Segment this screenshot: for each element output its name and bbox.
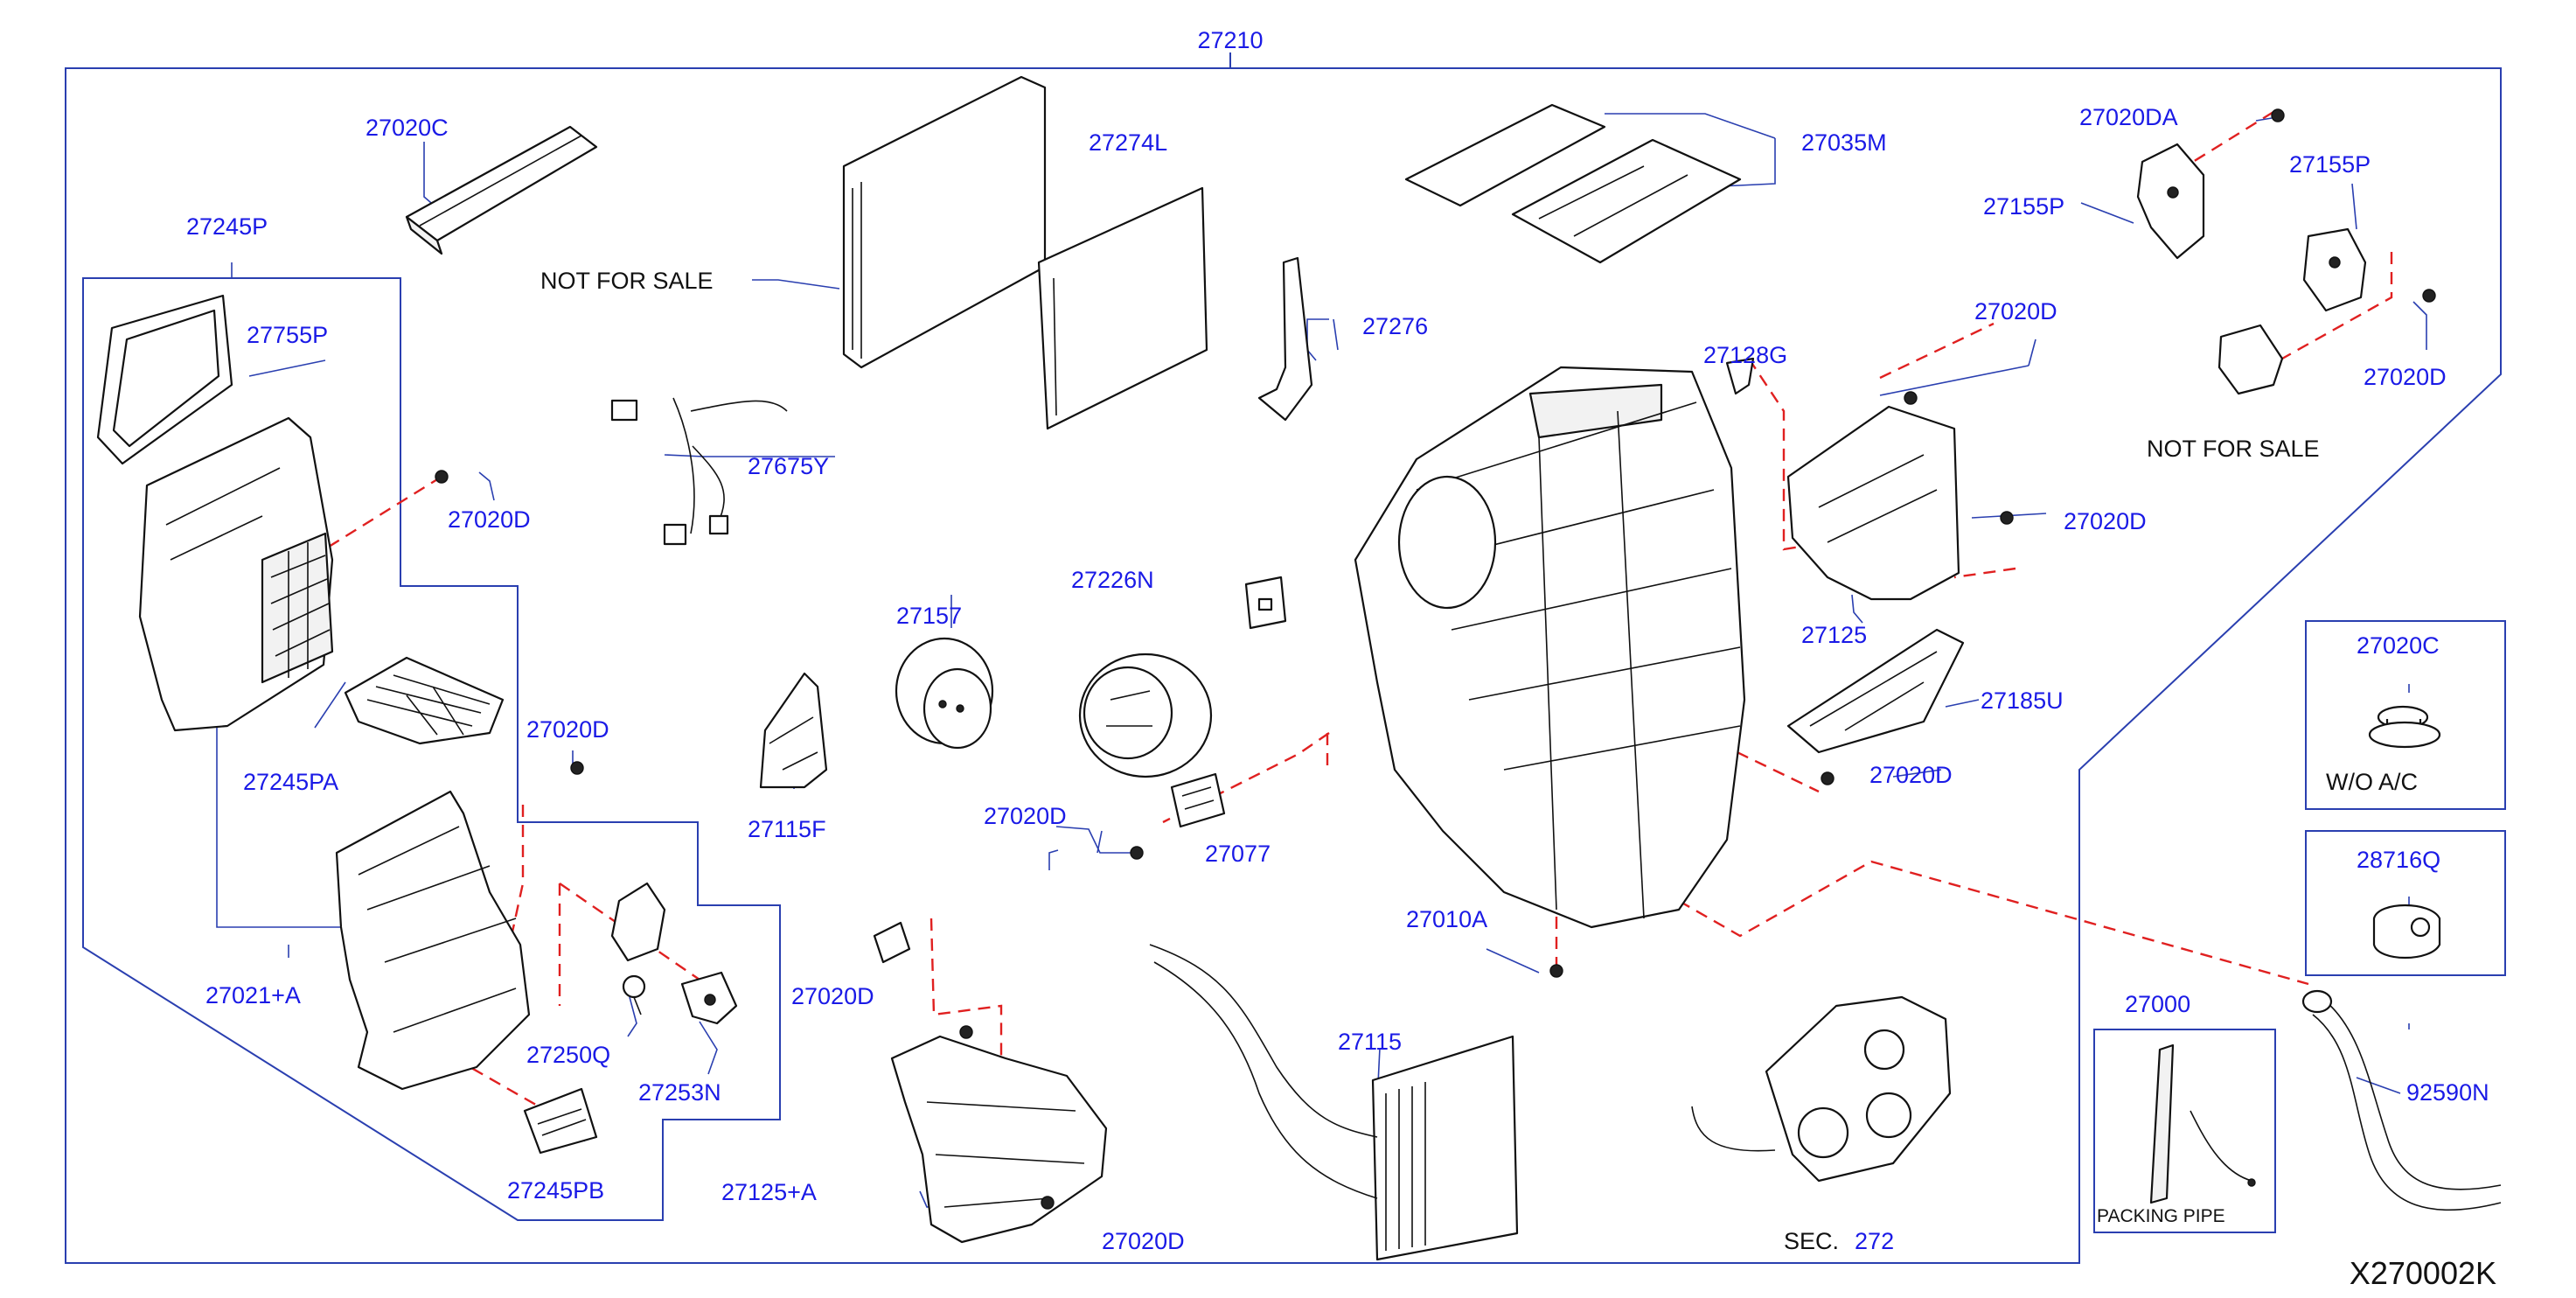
part-bracket-27276 — [1257, 256, 1313, 422]
part-grommet-27020C — [2368, 705, 2441, 749]
part-seal-27035M — [1404, 103, 1742, 264]
part-clip-27128G — [1725, 357, 1755, 395]
part-packing-27000 — [2149, 1043, 2256, 1204]
note-not-for-sale-1: NOT FOR SALE — [540, 268, 714, 294]
part-screen-27245PA — [344, 656, 505, 745]
label-27245PB: 27245PB — [507, 1177, 604, 1204]
blower-subassembly-frame — [82, 277, 781, 1221]
note-wo-ac: W/O A/C — [2326, 769, 2418, 795]
part-servo-27020D-e — [873, 921, 911, 964]
sec-number: 272 — [1855, 1228, 1894, 1254]
label-27155P-b: 27155P — [2289, 151, 2371, 178]
label-27020D-g: 27020D — [2064, 508, 2147, 534]
part-heater-core-27115 — [1149, 944, 1519, 1261]
label-27155P-a: 27155P — [1983, 193, 2064, 220]
part-grommet-28716Q — [2372, 904, 2441, 959]
part-fan-27157 — [895, 637, 994, 750]
part-case-27125 — [1786, 405, 1960, 601]
label-27020D-i: 27020D — [2364, 364, 2447, 390]
label-27115: 27115 — [1338, 1029, 1402, 1055]
part-evaporator-core-27274L — [1037, 186, 1208, 430]
label-27115F: 27115F — [748, 816, 826, 842]
label-27253N: 27253N — [638, 1079, 721, 1106]
label-27035M: 27035M — [1801, 129, 1887, 156]
label-27185U: 27185U — [1981, 687, 2064, 714]
part-actuator-27253N — [680, 971, 738, 1025]
screws — [435, 108, 2436, 1210]
box-27020C — [2305, 620, 2506, 810]
label-27000: 27000 — [2125, 991, 2190, 1017]
label-28716Q: 28716Q — [2357, 847, 2440, 873]
label-27010A: 27010A — [1406, 906, 1487, 932]
part-pipe-92590N — [2301, 989, 2502, 1211]
label-27276: 27276 — [1362, 313, 1428, 339]
label-27020DA: 27020DA — [2079, 104, 2178, 130]
note-packing-pipe: PACKING PIPE — [2097, 1206, 2225, 1226]
part-blower-case-27021A — [138, 416, 334, 732]
label-92590N: 92590N — [2406, 1079, 2489, 1106]
part-actuator-27155P-a — [2136, 143, 2205, 260]
box-28716Q — [2305, 830, 2506, 976]
label-27020C-box: 27020C — [2357, 632, 2440, 659]
label-27250Q: 27250Q — [526, 1042, 610, 1068]
label-27020D-c: 27020D — [984, 803, 1067, 829]
label-27020D-b: 27020D — [526, 716, 609, 743]
part-housing-lower-27021A — [335, 790, 531, 1091]
label-27020D-h: 27020D — [1869, 762, 1953, 788]
label-27020D-d: 27020D — [791, 983, 874, 1009]
label-27021A: 27021+A — [205, 982, 301, 1008]
label-27020D-f: 27020D — [1974, 298, 2057, 324]
label-27210: 27210 — [1197, 27, 1263, 53]
part-actuator-not-for-sale — [2217, 324, 2284, 395]
part-actuator-27185U — [1786, 628, 1965, 754]
part-actuator-27250Q — [610, 882, 666, 1015]
part-filter-frame-27755P — [96, 294, 233, 465]
label-27675Y: 27675Y — [748, 453, 829, 479]
label-27128G: 27128G — [1703, 342, 1787, 368]
part-resistor-27245PB — [523, 1087, 598, 1155]
dashed-leaders — [321, 110, 2393, 1113]
box-27000 — [2093, 1029, 2276, 1233]
part-duct-27020C — [405, 125, 598, 255]
label-27226N: 27226N — [1071, 567, 1154, 593]
part-resistor-27077 — [1170, 772, 1226, 828]
diagram-code: X270002K — [2350, 1255, 2496, 1291]
sec-prefix: SEC. — [1784, 1228, 1839, 1254]
label-27020D-e: 27020D — [1102, 1228, 1185, 1254]
label-27755P: 27755P — [247, 322, 328, 348]
label-27245PA: 27245PA — [243, 769, 338, 795]
label-27157: 27157 — [896, 603, 962, 629]
main-frame — [65, 52, 2502, 1264]
part-shroud-27115F — [759, 672, 828, 789]
label-27125: 27125 — [1801, 622, 1867, 648]
label-27274L: 27274L — [1089, 129, 1167, 156]
part-evaporator-27274L-frame — [842, 75, 1047, 369]
part-case-27125A — [890, 1035, 1108, 1244]
label-27020D-a: 27020D — [448, 506, 531, 533]
part-control-sec272 — [1691, 995, 1952, 1183]
part-harness-27675Y — [610, 397, 788, 546]
label-27125A: 27125+A — [721, 1179, 817, 1205]
label-27245P: 27245P — [186, 213, 268, 240]
sec-reference: SEC. 272 — [1784, 1228, 1894, 1254]
part-connector-27077 — [1244, 576, 1287, 630]
part-heater-unit-main — [1354, 366, 1746, 929]
label-27020C: 27020C — [366, 115, 449, 141]
note-not-for-sale-2: NOT FOR SALE — [2147, 436, 2320, 462]
part-actuator-27155P-b — [2302, 227, 2367, 312]
part-motor-27226N — [1078, 652, 1213, 778]
label-27077: 27077 — [1205, 841, 1271, 867]
